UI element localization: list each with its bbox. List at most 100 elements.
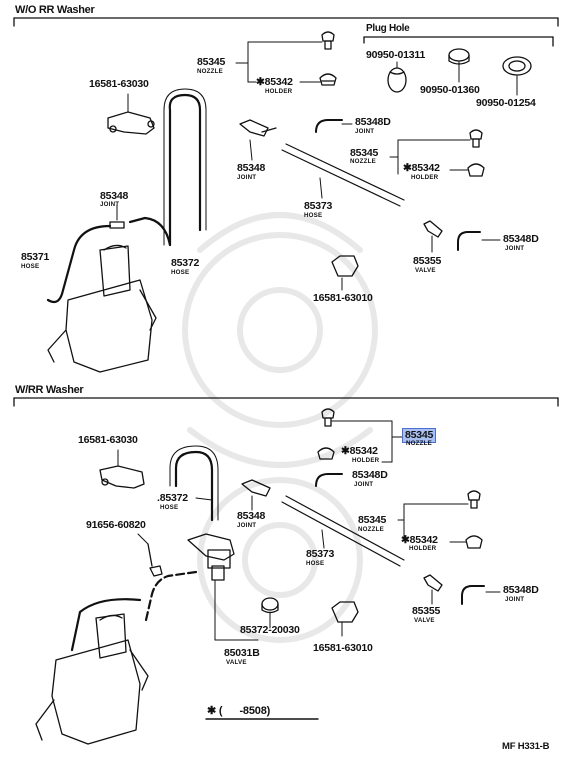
- nozzle-part: [321, 408, 335, 427]
- pump-bracket: [107, 93, 155, 135]
- part-name: VALVE: [226, 659, 247, 666]
- joint-85348-small: [109, 204, 125, 229]
- part-name: VALVE: [414, 617, 435, 624]
- part-name: NOZZLE: [358, 526, 384, 533]
- leader-lines: [397, 503, 469, 543]
- holder-part: [319, 73, 337, 86]
- part-number-85345[interactable]: 85345: [197, 56, 226, 68]
- leader-lines: [389, 139, 471, 175]
- part-number-91656-60820[interactable]: 91656-60820: [86, 519, 146, 531]
- hose-85373: [281, 143, 405, 207]
- part-number-85373[interactable]: 85373: [306, 548, 335, 560]
- leader-lines: [249, 139, 253, 161]
- part-number-85348d[interactable]: 85348D: [355, 116, 391, 128]
- joint-85348d: [315, 473, 343, 487]
- part-name: HOSE: [21, 263, 40, 270]
- part-name: HOLDER: [352, 457, 380, 464]
- part-number-85348[interactable]: 85348: [100, 190, 129, 202]
- part-number-16581-63030[interactable]: 16581-63030: [89, 78, 149, 90]
- section-frame-top: [13, 17, 559, 27]
- part-number-16581-63010[interactable]: 16581-63010: [313, 292, 373, 304]
- part-number-85372[interactable]: .85372: [157, 492, 188, 504]
- part-number-85372-20030[interactable]: 85372-20030: [240, 624, 300, 636]
- part-name: HOSE: [304, 212, 323, 219]
- part-number-85345-highlighted[interactable]: 85345: [402, 428, 437, 443]
- plug-hole-frame: [363, 36, 554, 47]
- part-name: HOLDER: [411, 174, 439, 181]
- part-number-85355[interactable]: 85355: [412, 605, 441, 617]
- part-name: NOZZLE: [406, 440, 432, 447]
- plug-grommet-large: [502, 56, 532, 76]
- nozzle-part: [469, 129, 483, 148]
- part-name: VALVE: [415, 267, 436, 274]
- valve-85355: [423, 220, 443, 253]
- grommet-85372-20030: [261, 597, 279, 629]
- part-name: JOINT: [505, 596, 525, 603]
- part-name: JOINT: [237, 174, 257, 181]
- bolt-91656: [137, 533, 163, 577]
- part-name: HOLDER: [265, 88, 293, 95]
- part-number-85342[interactable]: ✱85342: [403, 162, 440, 174]
- part-number-85342[interactable]: ✱85342: [341, 445, 378, 457]
- part-number-85348[interactable]: 85348: [237, 162, 266, 174]
- part-number-85345[interactable]: 85345: [350, 147, 379, 159]
- holder-part: [465, 535, 483, 549]
- part-number-90950-01254[interactable]: 90950-01254: [476, 97, 536, 109]
- hose-85371: [46, 224, 112, 304]
- diagram-code: MF H331-B: [502, 741, 550, 752]
- leader-lines: [321, 529, 325, 549]
- part-name: JOINT: [237, 522, 257, 529]
- plug-hole-title: Plug Hole: [366, 23, 410, 34]
- part-number-90950-01360[interactable]: 90950-01360: [420, 84, 480, 96]
- holder-part: [317, 447, 335, 460]
- part-number-85371[interactable]: 85371: [21, 251, 50, 263]
- washer-tank: [35, 613, 149, 745]
- part-name: HOSE: [160, 504, 179, 511]
- part-name: HOSE: [171, 269, 190, 276]
- part-number-85348d[interactable]: 85348D: [352, 469, 388, 481]
- hose-85371: [70, 598, 142, 652]
- hose-link: [128, 216, 172, 247]
- part-name: HOLDER: [409, 545, 437, 552]
- part-name: NOZZLE: [197, 68, 223, 75]
- washer-tank: [47, 244, 157, 373]
- bracket-16581-63010: [331, 255, 359, 291]
- bracket-16581-63010: [331, 601, 359, 637]
- section-frame-bottom: [13, 397, 559, 407]
- part-number-85355[interactable]: 85355: [413, 255, 442, 267]
- valve-85031b: [187, 533, 259, 641]
- nozzle-part: [467, 490, 481, 509]
- part-number-85348d[interactable]: 85348D: [503, 233, 539, 245]
- joint-85348: [239, 119, 277, 137]
- part-number-85348d[interactable]: 85348D: [503, 584, 539, 596]
- pump-bracket: [99, 449, 145, 489]
- part-name: JOINT: [100, 201, 120, 208]
- section-title-top: W/O RR Washer: [15, 4, 95, 16]
- holder-part: [467, 163, 485, 177]
- hose-85372: [169, 445, 219, 522]
- part-number-90950-01311[interactable]: 90950-01311: [366, 49, 426, 61]
- part-number-85342[interactable]: ✱85342: [256, 76, 293, 88]
- part-number-85031b[interactable]: 85031B: [224, 647, 260, 659]
- joint-85348d: [457, 231, 481, 251]
- leader-lines: [195, 497, 213, 501]
- part-name: NOZZLE: [350, 158, 376, 165]
- part-name: JOINT: [355, 128, 375, 135]
- leader-lines: [235, 41, 323, 83]
- joint-85348: [241, 479, 271, 511]
- part-number-85345[interactable]: 85345: [358, 514, 387, 526]
- part-number-16581-63030[interactable]: 16581-63030: [78, 434, 138, 446]
- part-number-85373[interactable]: 85373: [304, 200, 333, 212]
- leader-lines: [319, 177, 323, 199]
- part-number-85372[interactable]: 85372: [171, 257, 200, 269]
- leader-lines: [396, 61, 518, 96]
- part-number-85348[interactable]: 85348: [237, 510, 266, 522]
- section-title-bottom: W/RR Washer: [15, 384, 84, 396]
- nozzle-part: [321, 31, 335, 50]
- part-number-85342[interactable]: ✱85342: [401, 534, 438, 546]
- joint-85348d: [461, 585, 485, 605]
- part-number-16581-63010[interactable]: 16581-63010: [313, 642, 373, 654]
- watermark-emblem: [182, 212, 378, 643]
